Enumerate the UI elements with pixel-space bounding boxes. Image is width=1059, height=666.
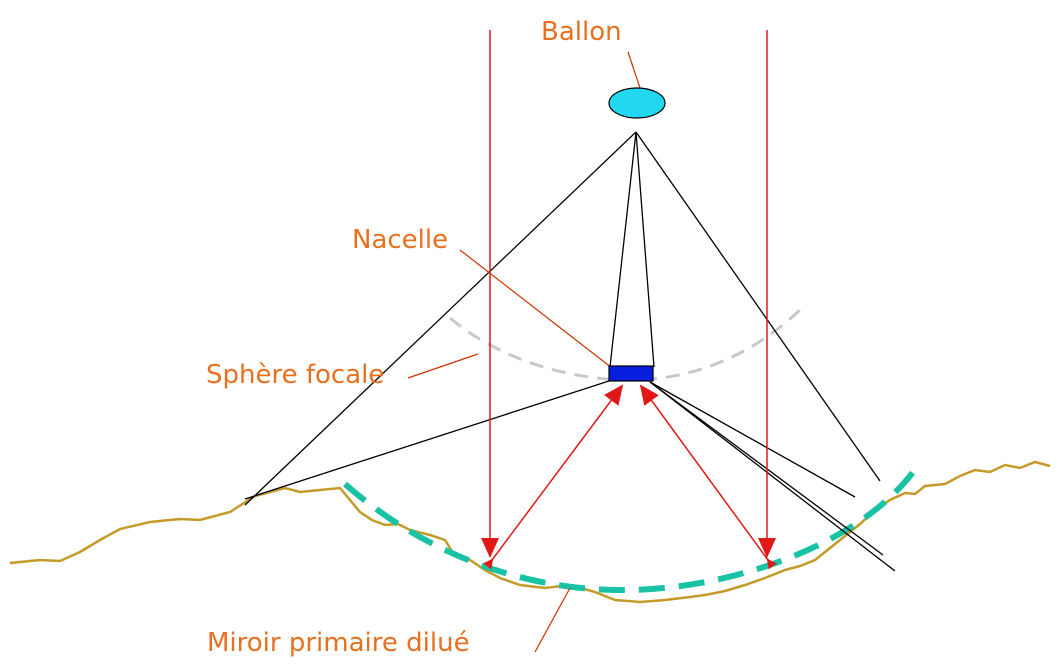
leader-focal-sphere <box>407 353 479 379</box>
ground-terrain <box>9 460 1051 604</box>
label-balloon: Ballon <box>541 17 622 47</box>
label-primary-mirror: Miroir primaire dilué <box>207 628 470 658</box>
label-gondola: Nacelle <box>352 225 448 255</box>
balloon-cables <box>244 131 881 506</box>
leader-lines <box>407 51 641 653</box>
balloon-shape <box>608 87 666 119</box>
reflected-ray-left <box>483 384 624 570</box>
leader-primary-mirror <box>534 587 571 653</box>
gondola-shape <box>608 365 654 382</box>
reflected-rays <box>483 384 777 570</box>
primary-mirror-arc <box>343 460 923 594</box>
leader-balloon <box>627 51 641 89</box>
reflected-ray-right <box>639 384 777 570</box>
label-focal-sphere: Sphère focale <box>206 360 384 390</box>
gondola-cables <box>244 379 896 572</box>
leader-gondola <box>459 249 613 369</box>
